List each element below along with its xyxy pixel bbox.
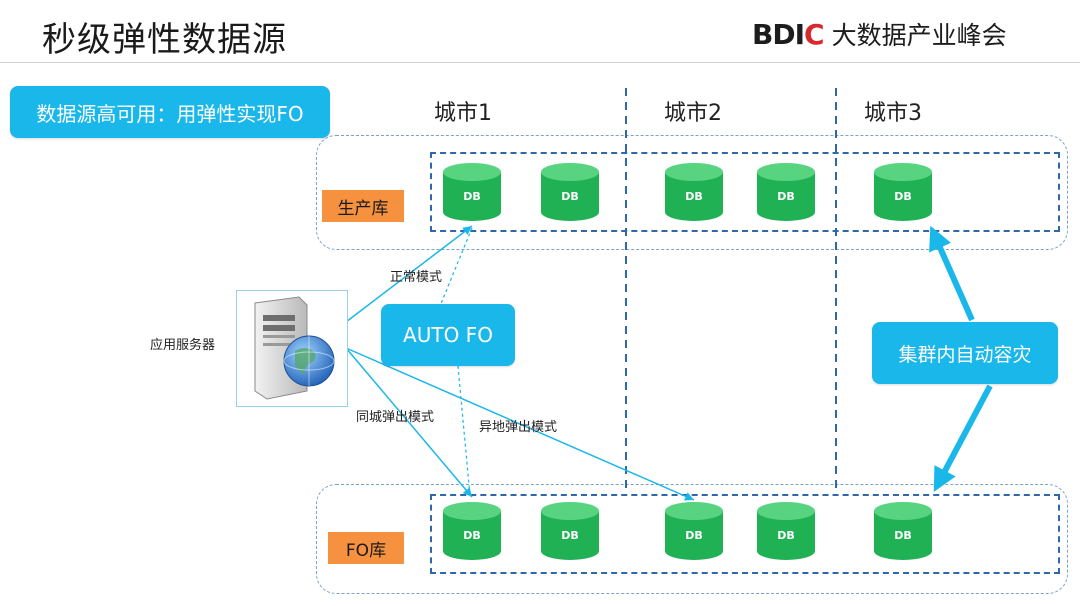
db-prod-1: DB <box>443 163 501 221</box>
auto-dr-arrow-down <box>933 384 993 492</box>
same-city-mode-label: 同城弹出模式 <box>356 410 435 425</box>
fo-tag: FO库 <box>328 532 404 564</box>
db-label: DB <box>463 529 481 542</box>
production-tag: 生产库 <box>322 190 404 222</box>
auto-fo-callout: AUTO FO <box>381 304 515 366</box>
logo-text: 大数据产业峰会 <box>831 21 1007 50</box>
subtitle-callout: 数据源高可用：用弹性实现FO <box>10 86 330 138</box>
logo-mark-k: C <box>804 17 825 51</box>
db-fo-1: DB <box>443 502 501 560</box>
db-prod-4: DB <box>757 163 815 221</box>
db-fo-5: DB <box>874 502 932 560</box>
auto-dr-callout: 集群内自动容灾 <box>872 322 1058 384</box>
db-label: DB <box>777 529 795 542</box>
remote-arrow <box>345 347 695 501</box>
city-label-3: 城市3 <box>864 101 922 126</box>
city-label-2: 城市2 <box>664 101 722 126</box>
db-prod-2: DB <box>541 163 599 221</box>
db-label: DB <box>894 190 912 203</box>
city-label-1: 城市1 <box>434 101 492 126</box>
db-prod-5: DB <box>874 163 932 221</box>
db-label: DB <box>463 190 481 203</box>
logo: BDIC 大数据产业峰会 <box>752 16 1007 52</box>
normal-mode-arrow <box>345 225 473 323</box>
page-title: 秒级弹性数据源 <box>42 20 287 60</box>
db-label: DB <box>894 529 912 542</box>
production-zone <box>316 135 1068 250</box>
db-fo-2: DB <box>541 502 599 560</box>
server-label: 应用服务器 <box>150 338 216 353</box>
db-label: DB <box>561 529 579 542</box>
db-label: DB <box>685 190 703 203</box>
normal-mode-label: 正常模式 <box>390 270 443 285</box>
server-node <box>236 290 348 407</box>
production-db-group <box>430 152 1060 232</box>
same-city-arrow <box>345 347 473 498</box>
db-label: DB <box>561 190 579 203</box>
db-label: DB <box>777 190 795 203</box>
fo-zone <box>316 484 1068 594</box>
db-fo-3: DB <box>665 502 723 560</box>
db-fo-4: DB <box>757 502 815 560</box>
logo-mark-bd: BDI <box>752 17 805 51</box>
auto-fo-dash-bottom <box>457 365 471 497</box>
auto-dr-arrow-up <box>929 225 975 322</box>
fo-db-group <box>430 494 1060 574</box>
header-divider <box>0 62 1080 63</box>
db-label: DB <box>685 529 703 542</box>
server-icon <box>254 296 335 400</box>
auto-fo-dash-top <box>439 227 473 307</box>
logo-mark: BDIC <box>752 17 825 51</box>
db-prod-3: DB <box>665 163 723 221</box>
remote-mode-label: 异地弹出模式 <box>479 420 558 435</box>
